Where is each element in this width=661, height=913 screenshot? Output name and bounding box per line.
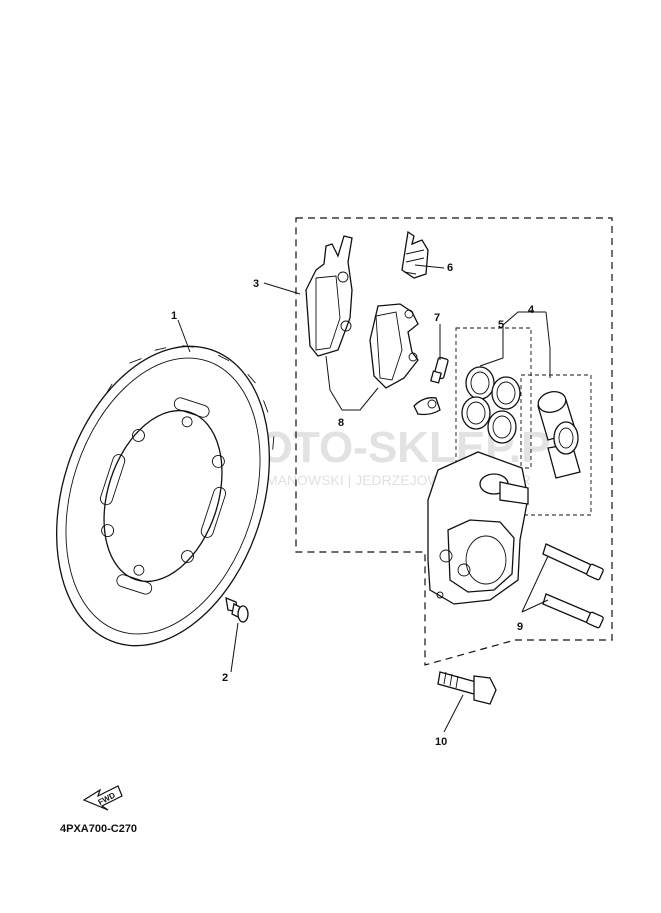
forward-direction-arrow: FWD (82, 785, 123, 811)
brake-disc (56, 345, 275, 647)
caliper-pins (542, 543, 604, 629)
assembly-boundary (295, 217, 613, 666)
brake-pad-right (369, 303, 419, 389)
disc-bolt (225, 596, 249, 623)
bleed-screw (413, 356, 449, 416)
leader-lines (177, 264, 551, 733)
callout-7: 7 (434, 312, 440, 324)
caliper-mounting-bolt (437, 671, 497, 705)
piston-group (520, 374, 592, 516)
piston-seals (461, 366, 521, 444)
callout-5: 5 (498, 319, 504, 331)
callout-8: 8 (338, 417, 344, 429)
pistons (537, 391, 581, 479)
watermark-text: MOTO-SKLEP.PL (222, 423, 577, 472)
callout-10: 10 (435, 736, 447, 748)
callout-9: 9 (517, 621, 523, 633)
pad-spring (401, 230, 429, 279)
callout-4: 4 (528, 304, 535, 316)
brake-pad-left (305, 235, 353, 357)
callout-2: 2 (222, 672, 228, 684)
callout-labels: 1 2 3 4 5 6 7 8 9 10 (171, 262, 535, 748)
figure-code: 4PXA700-C270 (60, 823, 137, 835)
callout-1: 1 (171, 310, 177, 322)
callout-3: 3 (253, 278, 259, 290)
caliper-body (427, 451, 529, 605)
callout-6: 6 (447, 262, 453, 274)
